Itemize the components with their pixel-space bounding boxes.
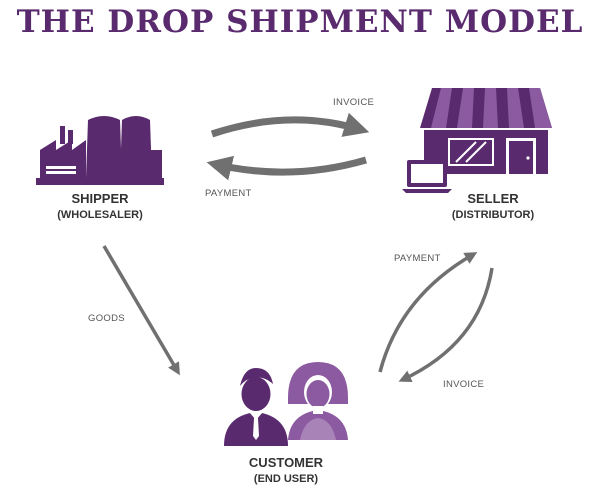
arrow-invoice-to-seller [210,112,370,138]
customers-icon [224,362,348,446]
arrow-goods-to-customer [102,245,180,376]
factory-icon [36,116,164,185]
seller-name: SELLER [467,191,519,206]
arrow-payment-to-shipper [206,155,367,181]
invoice-label-top: INVOICE [333,97,375,108]
payment-label-right: PAYMENT [394,253,441,264]
shipper-name: SHIPPER [71,191,129,206]
customer-label: CUSTOMER (END USER) [226,455,346,487]
shipper-role: (WHOLESALER) [57,209,143,221]
seller-role: (DISTRIBUTOR) [451,209,535,221]
storefront-icon [402,88,552,193]
arrow-payment-to-seller [378,252,478,373]
shipper-label: SHIPPER (WHOLESALER) [40,191,160,223]
goods-label: GOODS [88,313,125,324]
invoice-label-right: INVOICE [443,379,485,390]
payment-label-top: PAYMENT [205,188,252,199]
customer-role: (END USER) [253,473,319,485]
customer-name: CUSTOMER [248,455,324,470]
diagram-title: THE DROP SHIPMENT MODEL [16,4,584,40]
seller-label: SELLER (DISTRIBUTOR) [428,191,558,223]
arrow-invoice-to-customer [398,267,494,383]
